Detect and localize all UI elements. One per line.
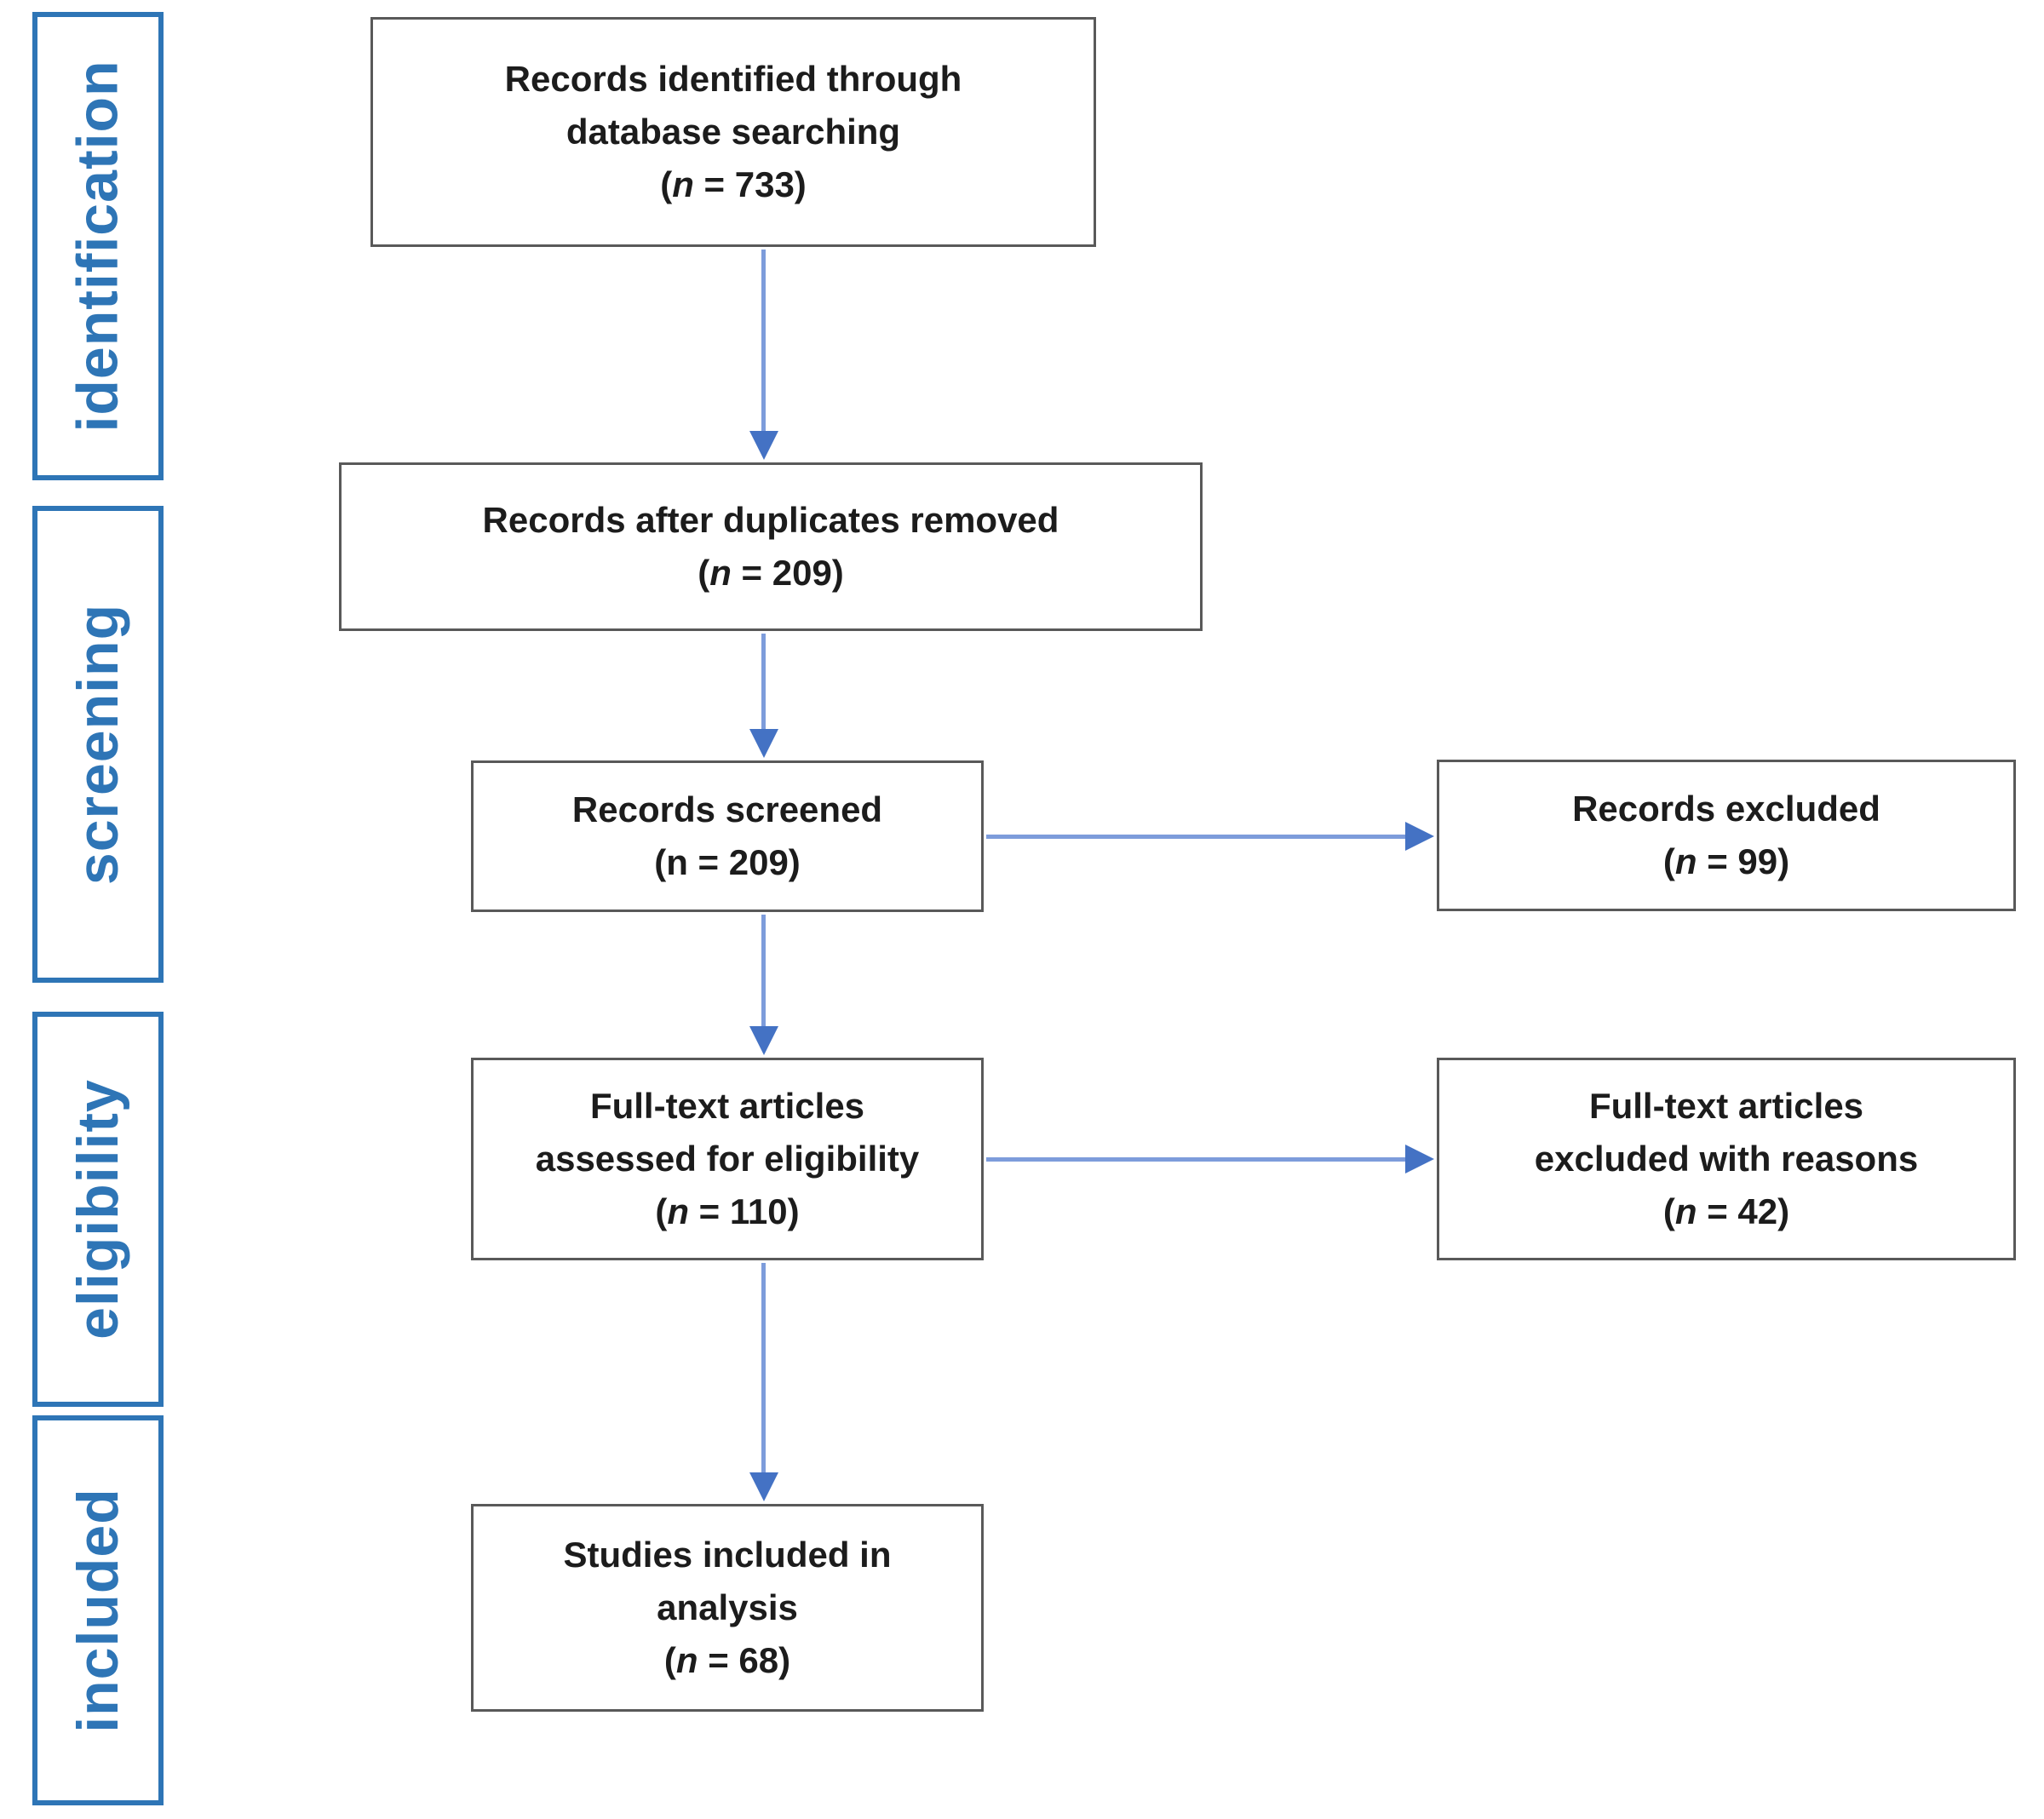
- count-value: = 209): [687, 842, 801, 882]
- box-text-line: Studies included in: [563, 1535, 892, 1575]
- arrow-duplicates-to-screened: [749, 634, 778, 758]
- arrow-screened-to-excluded: [986, 822, 1434, 851]
- box-studies-included: Studies included in analysis (n = 68): [471, 1504, 984, 1712]
- count-open: (: [698, 553, 710, 593]
- stage-label-identification: identification: [66, 60, 131, 433]
- count-open: (: [654, 842, 667, 882]
- arrow-line: [986, 835, 1409, 839]
- arrow-fulltext-to-ftexcluded: [986, 1145, 1434, 1173]
- count-open: (: [655, 1191, 668, 1231]
- box-text-line: excluded with reasons: [1534, 1139, 1919, 1179]
- count-value: = 42): [1697, 1191, 1790, 1231]
- box-records-screened: Records screened (n = 209): [471, 760, 984, 912]
- box-text-line: analysis: [657, 1587, 798, 1627]
- arrow-line: [761, 915, 766, 1030]
- arrow-down-head-icon: [749, 1026, 778, 1055]
- stage-label-eligibility: eligibility: [66, 1079, 130, 1340]
- count-open: (: [1662, 841, 1675, 881]
- count-open: (: [660, 164, 673, 204]
- count-label: (n = 209): [654, 836, 801, 889]
- count-n-symbol: n: [672, 164, 694, 204]
- count-open: (: [663, 1640, 676, 1680]
- box-text-line: Records identified through: [504, 59, 962, 99]
- stage-box-screening: screening: [32, 506, 164, 983]
- arrow-down-head-icon: [749, 1472, 778, 1501]
- box-text-line: assessed for eligibility: [535, 1139, 920, 1179]
- arrow-right-head-icon: [1405, 822, 1434, 851]
- stage-label-screening: screening: [66, 603, 130, 886]
- box-duplicates-removed: Records after duplicates removed (n = 20…: [339, 462, 1203, 631]
- box-text-line: Records after duplicates removed: [482, 500, 1059, 540]
- count-label: (n = 99): [1663, 835, 1789, 888]
- arrow-screened-to-fulltext: [749, 915, 778, 1055]
- count-value: = 99): [1697, 841, 1790, 881]
- count-value: = 733): [693, 164, 807, 204]
- arrow-down-head-icon: [749, 729, 778, 758]
- box-records-excluded: Records excluded (n = 99): [1437, 760, 2016, 911]
- stage-box-eligibility: eligibility: [32, 1012, 164, 1407]
- box-text-line: Records screened: [571, 789, 883, 829]
- count-open: (: [1662, 1191, 1675, 1231]
- box-text-line: database searching: [566, 112, 901, 152]
- count-value: = 110): [689, 1191, 800, 1231]
- arrow-line: [761, 250, 766, 434]
- count-n-symbol: n: [666, 842, 688, 882]
- count-label: (n = 733): [660, 158, 807, 211]
- count-label: (n = 209): [698, 547, 844, 600]
- arrow-line: [986, 1157, 1409, 1162]
- count-label: (n = 110): [655, 1185, 799, 1238]
- arrow-down-head-icon: [749, 431, 778, 460]
- count-n-symbol: n: [1674, 1191, 1697, 1231]
- arrow-line: [761, 634, 766, 732]
- stage-box-included: included: [32, 1415, 164, 1805]
- count-value: = 209): [731, 553, 844, 593]
- box-fulltext-assessed: Full-text articles assessed for eligibil…: [471, 1058, 984, 1260]
- arrow-line: [761, 1263, 766, 1476]
- box-records-identified: Records identified through database sear…: [370, 17, 1096, 247]
- count-n-symbol: n: [1674, 841, 1697, 881]
- arrow-right-head-icon: [1405, 1145, 1434, 1173]
- box-fulltext-excluded: Full-text articles excluded with reasons…: [1437, 1058, 2016, 1260]
- count-n-symbol: n: [667, 1191, 690, 1231]
- box-text-line: Full-text articles: [1588, 1086, 1864, 1126]
- stage-box-identification: identification: [32, 12, 164, 480]
- count-n-symbol: n: [675, 1640, 698, 1680]
- arrow-identified-to-duplicates: [749, 250, 778, 460]
- count-label: (n = 42): [1663, 1185, 1789, 1238]
- arrow-fulltext-to-included: [749, 1263, 778, 1501]
- box-text-line: Records excluded: [1572, 789, 1880, 829]
- count-n-symbol: n: [709, 553, 732, 593]
- box-text-line: Full-text articles: [589, 1086, 865, 1126]
- stage-label-included: included: [66, 1488, 131, 1733]
- count-label: (n = 68): [664, 1634, 790, 1687]
- count-value: = 68): [698, 1640, 791, 1680]
